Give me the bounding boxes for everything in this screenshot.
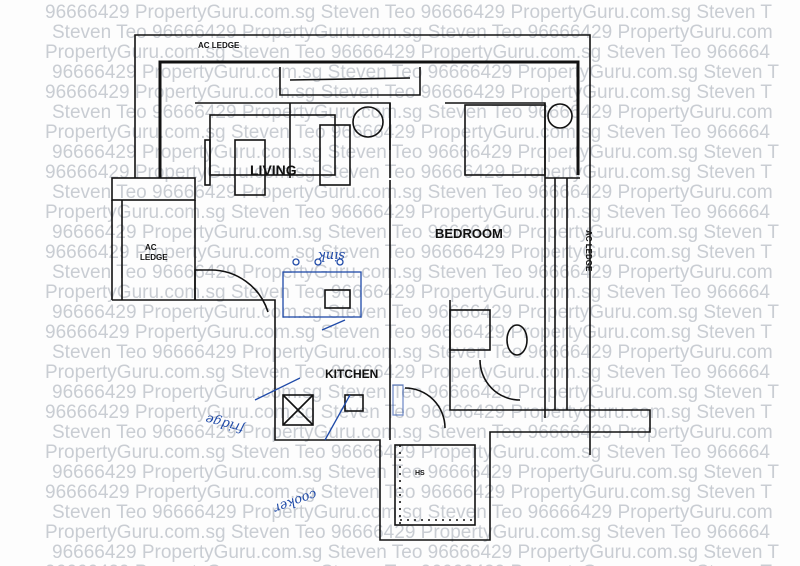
watermark-line: PropertyGuru.com.sg Steven Teo 96666429 … — [45, 522, 770, 543]
watermark-line: 96666429 PropertyGuru.com.sg Steven Teo … — [45, 562, 772, 566]
handwritten-sketch — [254, 258, 404, 441]
watermark-line: 96666429 PropertyGuru.com.sg Steven Teo … — [45, 322, 772, 343]
hs-label: HS — [415, 470, 425, 477]
watermark-line: PropertyGuru.com.sg Steven Teo 96666429 … — [45, 42, 770, 63]
watermark-line: PropertyGuru.com.sg Steven Teo 96666429 … — [45, 202, 770, 223]
watermark-line: 96666429 PropertyGuru.com.sg Steven Teo … — [52, 542, 779, 563]
watermark-line: Steven Teo 96666429 PropertyGuru.com.sg … — [52, 182, 773, 203]
watermark-line: 96666429 PropertyGuru.com.sg Steven Teo … — [45, 482, 772, 503]
watermark-line: Steven Teo 96666429 PropertyGuru.com.sg … — [52, 22, 773, 43]
watermark-line: 96666429 PropertyGuru.com.sg Steven Teo … — [45, 82, 772, 103]
watermark-line: Steven Teo 96666429 PropertyGuru.com.sg … — [52, 102, 773, 123]
watermark-line: 96666429 PropertyGuru.com.sg Steven Teo … — [52, 462, 779, 483]
ac-ledge-left-label-2: LEDGE — [140, 253, 168, 262]
kitchen-label: KITCHEN — [325, 367, 378, 381]
watermark-line: PropertyGuru.com.sg Steven Teo 96666429 … — [45, 362, 770, 383]
watermark-line: 96666429 PropertyGuru.com.sg Steven Teo … — [45, 162, 772, 183]
watermark-line: Steven Teo 96666429 PropertyGuru.com.sg … — [52, 262, 773, 283]
watermark-line: Steven Teo 96666429 PropertyGuru.com.sg … — [52, 502, 773, 523]
watermark-line: 96666429 PropertyGuru.com.sg Steven Teo … — [45, 2, 772, 23]
watermark-line: 96666429 PropertyGuru.com.sg Steven Teo … — [52, 222, 779, 243]
bedroom-label: BEDROOM — [435, 226, 503, 241]
watermark-line: PropertyGuru.com.sg Steven Teo 96666429 … — [45, 122, 770, 143]
sink-annotation: sink — [318, 248, 345, 263]
watermark-line: 96666429 PropertyGuru.com.sg Steven Teo … — [52, 62, 779, 83]
watermark-line: Steven Teo 96666429 PropertyGuru.com.sg … — [52, 342, 773, 363]
walls — [111, 34, 651, 541]
watermark-line: PropertyGuru.com.sg Steven Teo 96666429 … — [45, 282, 770, 303]
ac-ledge-right-label: AC LEDGE — [584, 230, 593, 272]
living-label: LIVING — [250, 162, 297, 178]
watermark-line: 96666429 PropertyGuru.com.sg Steven Teo … — [45, 402, 772, 423]
watermark-line: PropertyGuru.com.sg Steven Teo 96666429 … — [45, 442, 770, 463]
watermark-line: 96666429 PropertyGuru.com.sg Steven Teo … — [52, 142, 779, 163]
watermark-line: 96666429 PropertyGuru.com.sg Steven Teo … — [52, 382, 779, 403]
ac-ledge-left-label-1: AC — [145, 243, 157, 252]
watermark-layer: 96666429 PropertyGuru.com.sg Steven Teo … — [45, 2, 779, 566]
watermark-line: 96666429 PropertyGuru.com.sg Steven Teo … — [52, 302, 779, 323]
watermark-line: Steven Teo 96666429 PropertyGuru.com.sg … — [52, 422, 773, 443]
ac-ledge-top-label: AC LEDGE — [198, 41, 240, 50]
